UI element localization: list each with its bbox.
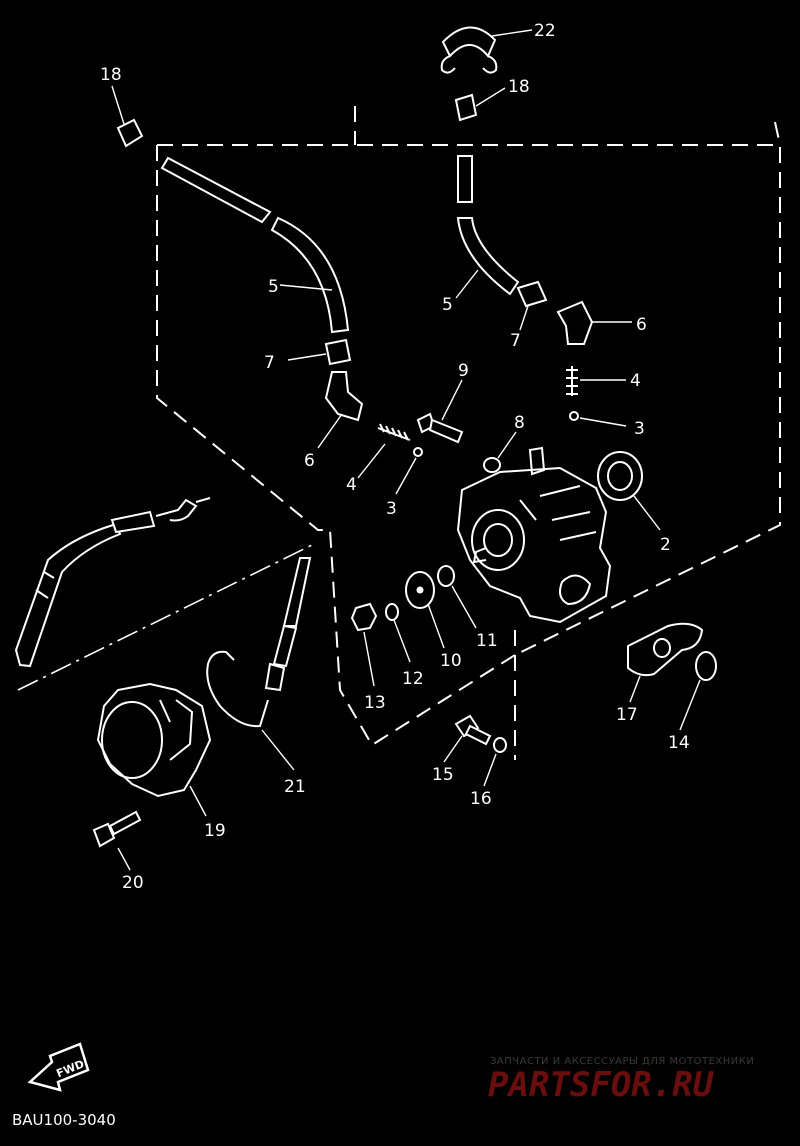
- assembly-boundary: [17, 106, 781, 760]
- oil-pump-body: [456, 446, 612, 624]
- callout-12: 12: [402, 669, 424, 689]
- pump-cable-21: [206, 557, 312, 771]
- check-ball-3-right: [569, 411, 627, 427]
- callout-21: 21: [284, 777, 306, 797]
- callout-3-left: 3: [386, 499, 397, 519]
- clamp-7-right: [516, 280, 548, 331]
- callout-2: 2: [660, 535, 671, 555]
- callout-18-top: 18: [508, 77, 530, 97]
- callout-18-left: 18: [100, 65, 122, 85]
- callout-16: 16: [470, 789, 492, 809]
- hose-5-left: [160, 156, 350, 334]
- callout-5-left: 5: [268, 277, 279, 297]
- callout-7-left: 7: [264, 353, 275, 373]
- hose-5-right: [455, 155, 520, 299]
- washer-11: [437, 565, 477, 629]
- watermark-tagline: ЗАПЧАСТИ И АКСЕССУАРЫ ДЛЯ МОТОТЕХНИКИ: [490, 1056, 754, 1067]
- callout-11: 11: [476, 631, 498, 651]
- callout-6-left: 6: [304, 451, 315, 471]
- bolt-9: [416, 379, 464, 444]
- forward-arrow-icon: FWD: [27, 1042, 90, 1092]
- oil-seal-2: [597, 451, 661, 531]
- screw-20: [92, 810, 142, 871]
- callout-22: 22: [534, 21, 556, 41]
- o-ring-8: [483, 431, 517, 473]
- check-ball-3-left: [395, 447, 423, 495]
- throttle-cable: [14, 497, 211, 668]
- callout-17: 17: [616, 705, 638, 725]
- elbow-fitting-6-left: [317, 371, 364, 449]
- spring-4-right: [566, 366, 626, 396]
- callout-3-right: 3: [634, 419, 645, 439]
- callout-5-right: 5: [442, 295, 453, 315]
- callout-14: 14: [668, 733, 690, 753]
- callout-15: 15: [432, 765, 454, 785]
- pump-cover-19: [96, 682, 212, 817]
- hose-clip-22: [440, 26, 533, 74]
- watermark: ЗАПЧАСТИ И АКСЕССУАРЫ ДЛЯ МОТОТЕХНИКИ PA…: [488, 1056, 754, 1105]
- washer-12: [385, 603, 411, 663]
- watermark-logo: PARTSFOR.RU: [488, 1065, 715, 1105]
- gasket-17: [627, 622, 704, 703]
- callout-8: 8: [514, 413, 525, 433]
- gear-10: [405, 571, 445, 649]
- clamp-7-left: [287, 338, 352, 366]
- cap-18-left: [111, 85, 144, 148]
- washer-16: [483, 737, 507, 787]
- elbow-fitting-6-right: [556, 300, 632, 345]
- nut-13: [350, 602, 378, 687]
- callout-4-left: 4: [346, 475, 357, 495]
- callout-20: 20: [122, 873, 144, 893]
- callout-labels: 22 18 18 5 5 7 7 6 6 4 4 3 3 9 8 2 10 11…: [100, 21, 690, 893]
- callout-4-right: 4: [630, 371, 641, 391]
- callout-6-right: 6: [636, 315, 647, 335]
- callout-7-right: 7: [510, 331, 521, 351]
- callout-10: 10: [440, 651, 462, 671]
- callout-13: 13: [364, 693, 386, 713]
- callout-9: 9: [458, 361, 469, 381]
- diagram-code: BAU100-3040: [12, 1111, 116, 1129]
- o-ring-14: [679, 651, 717, 731]
- spring-4-left: [357, 423, 411, 479]
- bolt-15: [443, 714, 492, 763]
- callout-19: 19: [204, 821, 226, 841]
- cap-18-top: [454, 87, 506, 122]
